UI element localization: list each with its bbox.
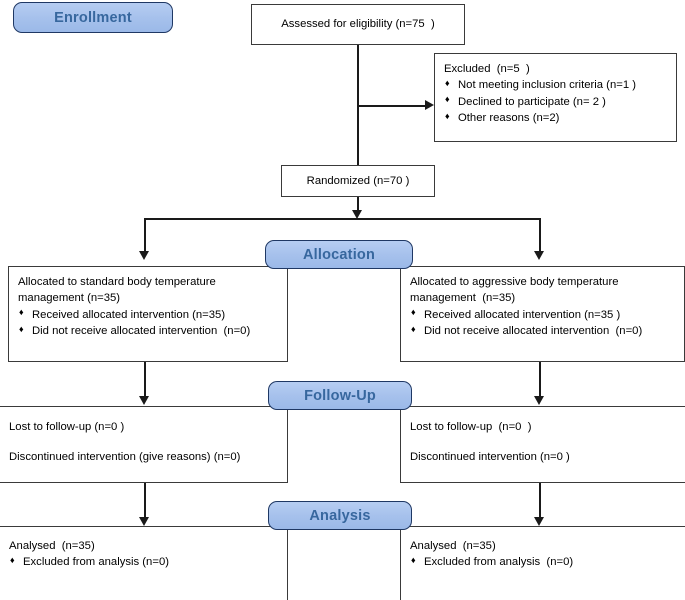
box-analysis-left: Analysed (n=35) Excluded from analysis (…: [0, 526, 288, 600]
alloc-left-heading-line2: management (n=35): [18, 292, 121, 305]
analysis-left-heading: Analysed (n=35): [9, 540, 95, 552]
analysis-right-list: Excluded from analysis (n=0): [410, 554, 680, 570]
connector-split-right-down: [539, 218, 541, 253]
connector-alloc-left-to-follow: [144, 362, 146, 398]
arrowhead-follow-right-to-analysis: [534, 517, 544, 526]
list-item: Did not receive allocated intervention (…: [410, 323, 675, 339]
alloc-left-heading-line1: Allocated to standard body temperature: [18, 276, 216, 288]
connector-follow-left-to-analysis: [144, 483, 146, 519]
box-analysis-right: Analysed (n=35) Excluded from analysis (…: [400, 526, 685, 600]
stage-badge-followup: Follow-Up: [268, 381, 412, 410]
follow-right-line1: Lost to follow-up (n=0 ): [410, 421, 532, 433]
arrowhead-follow-left-to-analysis: [139, 517, 149, 526]
randomized-text: Randomized (n=70 ): [306, 174, 410, 187]
arrowhead-split-left: [139, 251, 149, 260]
excluded-heading: Excluded (n=5 ): [444, 63, 530, 75]
stage-label-enrollment: Enrollment: [54, 9, 132, 26]
follow-left-line1: Lost to follow-up (n=0 ): [9, 421, 125, 433]
stage-badge-allocation: Allocation: [265, 240, 413, 269]
stage-label-analysis: Analysis: [309, 507, 371, 524]
list-item: Not meeting inclusion criteria (n=1 ): [444, 77, 667, 93]
box-followup-left: Lost to follow-up (n=0 ) Discontinued in…: [0, 406, 288, 483]
assessed-text: Assessed for eligibility (n=75 ): [281, 18, 435, 31]
alloc-right-list: Received allocated intervention (n=35 ) …: [410, 306, 675, 340]
list-item: Excluded from analysis (n=0): [9, 554, 278, 570]
connector-to-excluded: [357, 105, 425, 107]
connector-randomized-down: [357, 196, 359, 212]
stage-badge-analysis: Analysis: [268, 501, 412, 530]
connector-follow-right-to-analysis: [539, 483, 541, 519]
alloc-right-heading-line2: management (n=35): [410, 292, 516, 305]
analysis-left-list: Excluded from analysis (n=0): [9, 554, 278, 570]
alloc-right-heading-line1: Allocated to aggressive body temperature: [410, 276, 619, 288]
connector-split-horizontal: [145, 218, 541, 220]
arrowhead-split-right: [534, 251, 544, 260]
connector-split-left-down: [144, 218, 146, 253]
follow-left-line2: Discontinued intervention (give reasons)…: [9, 451, 241, 464]
arrowhead-alloc-right-to-follow: [534, 396, 544, 405]
list-item: Excluded from analysis (n=0): [410, 554, 680, 570]
box-allocated-standard: Allocated to standard body temperature m…: [8, 266, 288, 362]
box-randomized: Randomized (n=70 ): [281, 165, 435, 197]
list-item: Received allocated intervention (n=35 ): [410, 306, 675, 323]
alloc-left-list: Received allocated intervention (n=35) D…: [18, 306, 278, 340]
box-assessed-for-eligibility: Assessed for eligibility (n=75 ): [251, 4, 465, 45]
list-item: Other reasons (n=2): [444, 110, 667, 126]
arrowhead-alloc-left-to-follow: [139, 396, 149, 405]
stage-label-followup: Follow-Up: [304, 387, 376, 404]
list-item: Received allocated intervention (n=35): [18, 306, 278, 323]
box-followup-right: Lost to follow-up (n=0 ) Discontinued in…: [400, 406, 685, 483]
box-excluded: Excluded (n=5 ) Not meeting inclusion cr…: [434, 53, 677, 142]
analysis-right-heading: Analysed (n=35): [410, 540, 496, 552]
list-item: Declined to participate (n= 2 ): [444, 93, 667, 110]
arrowhead-randomized-down: [352, 210, 362, 219]
connector-alloc-right-to-follow: [539, 362, 541, 398]
stage-label-allocation: Allocation: [302, 246, 376, 263]
box-allocated-aggressive: Allocated to aggressive body temperature…: [400, 266, 685, 362]
follow-right-line2: Discontinued intervention (n=0 ): [410, 451, 570, 464]
arrowhead-to-excluded: [425, 100, 434, 110]
excluded-reason-list: Not meeting inclusion criteria (n=1 ) De…: [444, 77, 667, 126]
stage-badge-enrollment: Enrollment: [13, 2, 173, 33]
list-item: Did not receive allocated intervention (…: [18, 323, 278, 339]
